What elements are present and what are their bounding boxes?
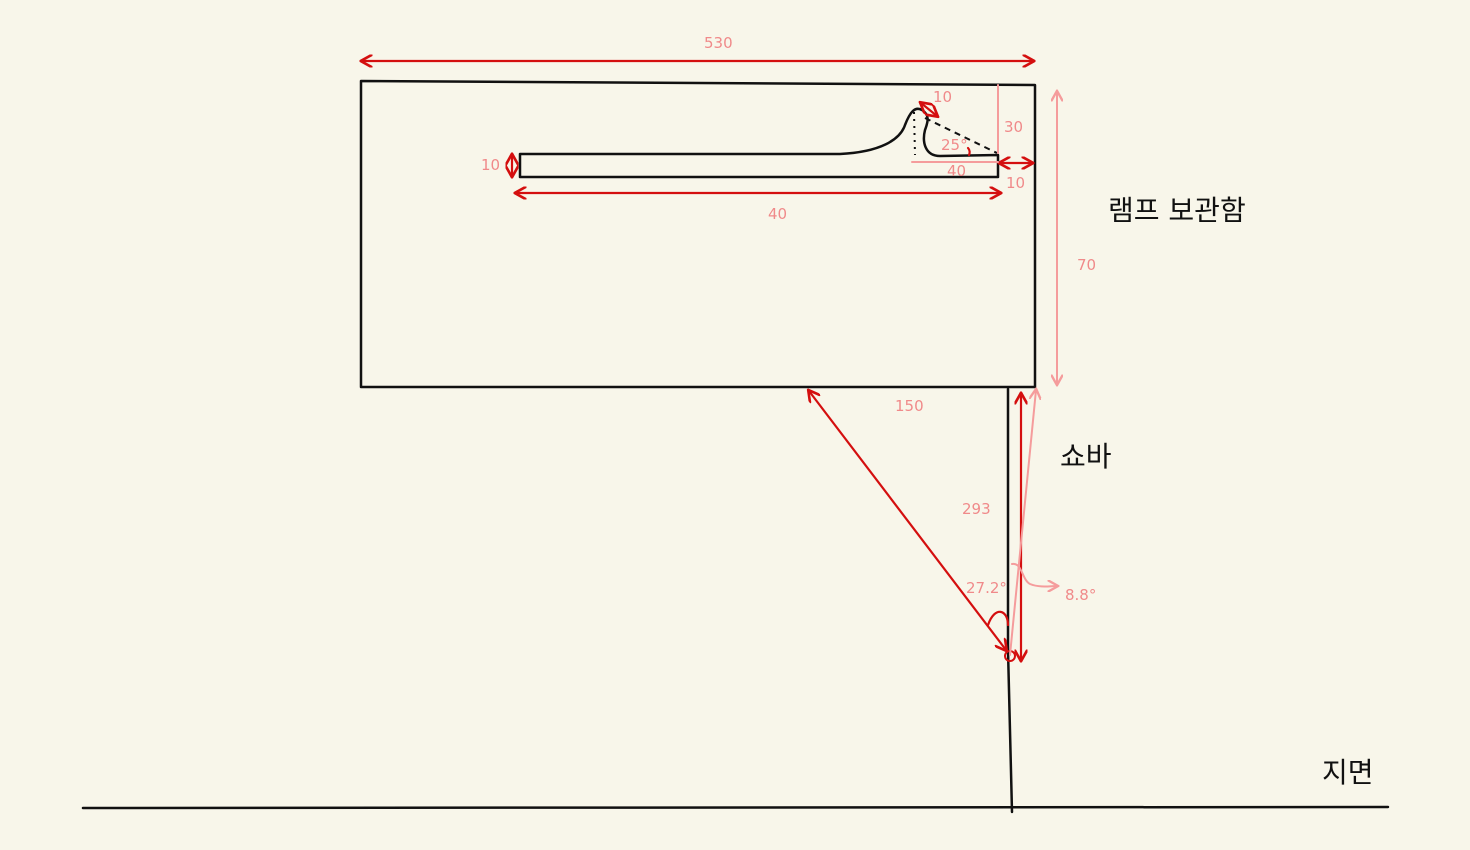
slot-height-label: 10: [481, 156, 500, 174]
box-height-label: 70: [1077, 256, 1096, 274]
ground-line: [81, 805, 1390, 810]
hook-angle-arc: [966, 146, 971, 157]
hook-height-label: 30: [1004, 118, 1023, 136]
tilt-angle-label: 8.8°: [1065, 586, 1096, 604]
mount-diagonal-arrow: [809, 391, 1006, 650]
tilt-angle-pointer: [1011, 562, 1057, 587]
hook-dotted-line: [913, 111, 916, 156]
strut-angle-label: 27.2°: [966, 579, 1007, 597]
mount-offset-label: 150: [895, 397, 924, 415]
hook-tip-label: 10: [933, 88, 952, 106]
shock-absorber-line: [1006, 387, 1014, 814]
strut-length-label: 293: [962, 500, 991, 518]
hook-dashed-line: [924, 117, 998, 154]
wall-gap-label: 10: [1006, 174, 1025, 192]
slot-length-label: 40: [768, 205, 787, 223]
shock-absorber-label: 쇼바: [1060, 440, 1112, 473]
strut-angle-arc: [986, 610, 1010, 627]
lamp-storage-box: [359, 79, 1037, 389]
hook-base-label: 40: [947, 162, 966, 180]
width-label: 530: [704, 34, 733, 52]
hook-angle-label: 25°: [941, 136, 968, 154]
lamp-storage-label: 램프 보관함: [1108, 194, 1246, 227]
tilted-strut-line: [1009, 390, 1036, 656]
hook-tip-arrow: [921, 103, 937, 116]
ground-label: 지면: [1322, 756, 1374, 789]
